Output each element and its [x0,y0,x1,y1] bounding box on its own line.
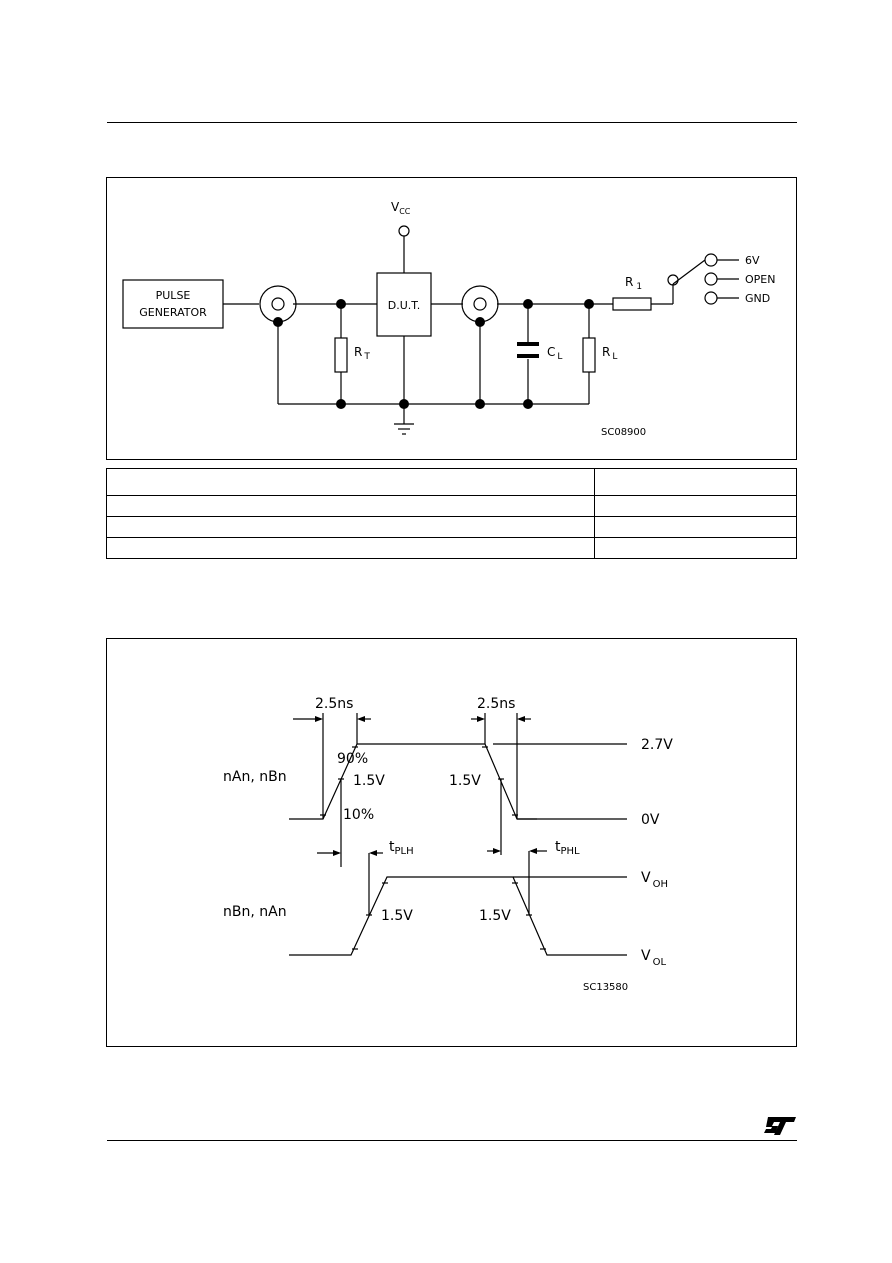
rt-resistor [334,337,348,373]
table-row [105,537,797,559]
switch-pivot [667,274,679,286]
r1-resistor [612,297,652,311]
waveform-diagram: 2.5ns 2.5ns 90% 10% 1.5V 1.5V nAn, nBn n… [223,696,673,993]
output-waveform [289,876,627,956]
cl-capacitor [517,342,539,346]
vcc-label: VCC [391,200,411,216]
table-cell [594,537,797,559]
table-cell [105,495,596,517]
table-cell [594,495,797,517]
pulse-generator-label-2: GENERATOR [139,306,207,319]
load-table [105,468,797,559]
st-logo-icon [764,1117,796,1135]
switch-option-6v: 6V [745,254,760,267]
dut-label: D.U.T. [388,299,420,312]
level-low-label: 0V [641,812,660,828]
circuit-code: SC08900 [601,427,646,438]
input-waveform [289,743,537,820]
rl-resistor [582,337,596,373]
table-cell [594,468,797,496]
pct-90-label: 90% [337,751,368,767]
header-rule [107,122,797,123]
pct-10-label: 10% [343,807,374,823]
table-row [105,495,797,517]
output-threshold-left: 1.5V [381,908,413,924]
switch-option-open: OPEN [745,273,775,286]
input-signal-label: nAn, nBn [223,769,287,785]
rise-time-label: 2.5ns [315,696,353,712]
table-row [105,516,797,538]
input-threshold-left: 1.5V [353,773,385,789]
footer-rule [107,1140,797,1141]
table-cell [105,537,596,559]
tphl-label: tPHL [555,839,580,857]
vcc-terminal [398,225,410,237]
tplh-label: tPLH [389,839,414,857]
pulse-generator-label-1: PULSE [156,289,191,302]
coax-connector-in [259,285,297,323]
output-signal-label: nBn, nAn [223,904,287,920]
waveform-code: SC13580 [583,982,628,993]
table-cell [105,516,596,538]
level-high-label: 2.7V [641,737,673,753]
pulse-generator-box [122,279,224,329]
table-cell [594,516,797,538]
table-row [105,468,797,496]
waveform-frame: 2.5ns 2.5ns 90% 10% 1.5V 1.5V nAn, nBn n… [106,638,797,1047]
fall-time-label: 2.5ns [477,696,515,712]
switch-option-gnd: GND [745,292,770,305]
input-threshold-right: 1.5V [449,773,481,789]
table-cell [105,468,596,496]
output-threshold-right: 1.5V [479,908,511,924]
coax-connector-out [461,285,499,323]
